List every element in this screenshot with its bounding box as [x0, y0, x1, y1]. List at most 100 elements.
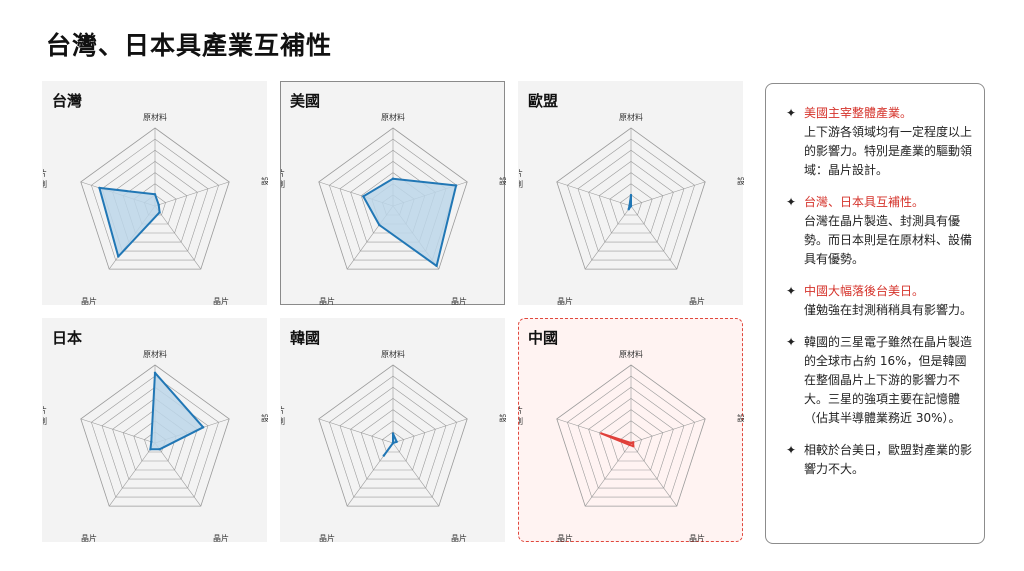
radar-data-point — [435, 264, 438, 268]
axis-label: 晶片設計 — [451, 533, 467, 543]
axis-label-line: 晶片 — [451, 533, 467, 543]
radar-data-point — [150, 440, 153, 443]
radar-chart-korea: 原材料設備晶片設計晶片製造晶片封測 — [281, 349, 506, 543]
axis-label: 晶片設計 — [451, 296, 467, 306]
radar-data-point — [153, 371, 157, 374]
star-icon: ✦ — [786, 443, 797, 457]
radar-data-point — [628, 443, 631, 447]
radar-axis-line — [584, 205, 632, 270]
radar-chart-japan: 原材料設備晶片設計晶片製造晶片封測 — [43, 349, 268, 543]
radar-series-polygon — [149, 371, 205, 451]
axis-label: 原材料 — [381, 349, 405, 359]
radar-grid-ring — [371, 420, 415, 462]
radar-data-point — [117, 255, 120, 258]
radar-panel-korea: 韓國 原材料設備晶片設計晶片製造晶片封測 — [280, 318, 506, 543]
axis-label-line: 原材料 — [143, 349, 167, 359]
axis-label-line: 晶片 — [557, 533, 573, 543]
axis-label: 晶片製造 — [319, 296, 335, 306]
radar-grid-ring — [360, 409, 426, 471]
axis-label-line: 晶片 — [557, 296, 573, 306]
axis-label: 晶片設計 — [689, 296, 705, 306]
notes-box: ✦ 美國主宰整體產業。 上下游各領域均有一定程度以上的影響力。特別是產業的驅動領… — [765, 83, 985, 544]
axis-label-line: 設備 — [261, 413, 268, 423]
radar-axis-line — [108, 442, 156, 507]
axis-label-line: 晶片 — [689, 533, 705, 543]
radar-axis-line — [630, 442, 678, 507]
axis-label: 晶片封測 — [519, 168, 523, 189]
axis-label: 設備 — [499, 176, 506, 186]
radar-axis-line — [154, 205, 202, 270]
radar-axis-line — [630, 205, 678, 270]
axis-label-line: 晶片 — [319, 533, 335, 543]
radar-series-polygon — [600, 432, 635, 448]
axis-label-line: 原材料 — [143, 112, 167, 122]
radar-data-point — [378, 223, 381, 227]
axis-label-line: 晶片 — [81, 296, 97, 306]
radar-grid-ring — [101, 386, 209, 489]
axis-label-line: 晶片 — [281, 168, 285, 178]
axis-label-line: 晶片 — [451, 296, 467, 306]
radar-data-point — [454, 184, 458, 187]
note-item: ✦ 美國主宰整體產業。 上下游各領域均有一定程度以上的影響力。特別是產業的驅動領… — [786, 104, 972, 180]
axis-label: 晶片製造 — [557, 296, 573, 306]
panel-title: 歐盟 — [528, 92, 559, 110]
star-icon: ✦ — [786, 106, 797, 120]
radar-grid-ring — [588, 161, 674, 243]
radar-grid-ring — [620, 194, 642, 216]
radar-data-point — [202, 426, 205, 429]
radar-grid-ring — [567, 138, 695, 261]
axis-label-line: 晶片 — [81, 533, 97, 543]
axis-label: 設備 — [737, 176, 744, 186]
radar-panel-eu: 歐盟 原材料設備晶片設計晶片製造晶片封測 — [518, 81, 744, 306]
note-item: ✦ 台灣、日本具互補性。 台灣在晶片製造、封測具有優勢。而日本則是在原材料、設備… — [786, 193, 972, 269]
axis-label-line: 晶片 — [519, 405, 523, 415]
radar-data-point — [632, 445, 635, 448]
note-item: ✦ 中國大幅落後台美日。 僅勉強在封測稍稍具有影響力。 — [786, 282, 972, 320]
radar-data-point — [632, 441, 635, 444]
radar-data-point — [627, 208, 630, 211]
axis-label: 晶片封測 — [43, 168, 47, 189]
axis-label: 原材料 — [143, 349, 167, 359]
axis-label: 晶片製造 — [557, 533, 573, 543]
radar-grid-ring — [101, 149, 209, 252]
axis-label-line: 晶片 — [43, 405, 47, 415]
axis-label: 晶片封測 — [281, 405, 285, 426]
axis-label-line: 晶片 — [213, 533, 229, 543]
radar-axis-line — [556, 181, 632, 207]
radar-panel-taiwan: 台灣 原材料設備晶片設計晶片製造晶片封測 — [42, 81, 268, 306]
radar-series-polygon — [362, 177, 458, 267]
axis-label-line: 原材料 — [381, 112, 405, 122]
axis-label-line: 晶片 — [319, 296, 335, 306]
radar-data-point — [158, 211, 161, 214]
radar-data-point — [395, 440, 398, 443]
radar-data-point — [98, 186, 101, 190]
radar-grid-ring — [588, 398, 674, 480]
radar-data-point — [153, 193, 157, 196]
radar-data-point — [362, 195, 365, 198]
axis-label-line: 封測 — [519, 179, 523, 189]
radar-data-point — [149, 448, 152, 451]
radar-data-point — [391, 432, 395, 435]
radar-grid-ring — [382, 431, 404, 453]
radar-grid-ring — [80, 127, 230, 270]
radar-grid-ring — [567, 375, 695, 498]
axis-label: 設備 — [261, 176, 268, 186]
radar-chart-usa: 原材料設備晶片設計 晶片製造 晶片封測 — [281, 112, 506, 306]
radar-data-point — [157, 203, 160, 206]
axis-label: 原材料 — [619, 349, 643, 359]
radar-panel-china: 中國 原材料設備晶片設計晶片製造晶片封測 — [518, 318, 744, 543]
radar-grid-ring — [318, 364, 468, 507]
note-text: 僅勉強在封測稍稍具有影響力。 — [804, 303, 973, 317]
axis-label-line: 晶片 — [213, 296, 229, 306]
radar-axis-line — [318, 418, 394, 444]
axis-label: 晶片封測 — [519, 405, 523, 426]
axis-label-line: 晶片 — [519, 168, 523, 178]
radar-grid-ring — [339, 386, 447, 489]
axis-label: 晶片封測 — [281, 168, 285, 189]
axis-label-line: 設備 — [737, 176, 744, 186]
radar-grid-ring — [339, 149, 447, 252]
radar-axis-line — [154, 442, 202, 507]
star-icon: ✦ — [786, 284, 797, 298]
radar-grid-ring — [620, 431, 642, 453]
note-item: ✦ 相較於台美日，歐盟對產業的影響力不大。 — [786, 441, 972, 479]
